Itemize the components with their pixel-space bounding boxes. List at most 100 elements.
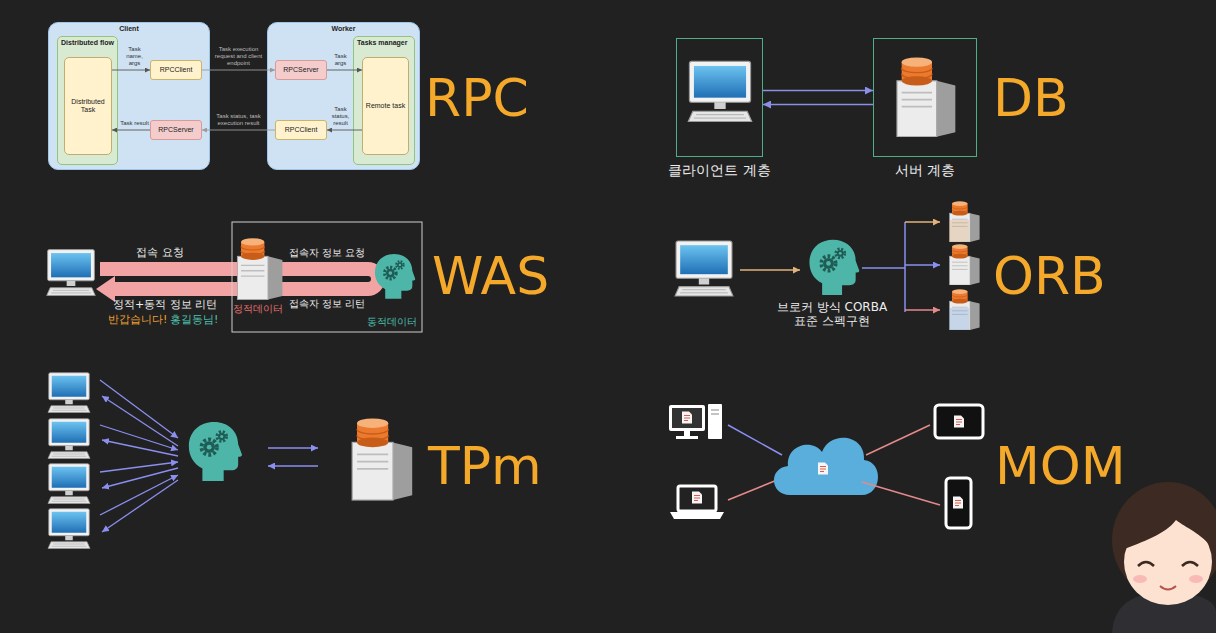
web-icons xyxy=(375,254,415,299)
transaction-figure xyxy=(48,464,90,504)
broker-figure xyxy=(904,222,906,312)
tier-label: 서버 계층 xyxy=(895,162,955,180)
process-box: RPCClient xyxy=(275,120,327,140)
transaction-figure xyxy=(268,447,318,448)
message-figure xyxy=(953,497,963,509)
message-figure xyxy=(774,438,878,495)
message-figure xyxy=(728,425,782,455)
panel-title: RPC xyxy=(425,72,529,124)
avatar xyxy=(1189,575,1203,583)
web-icons xyxy=(237,238,282,299)
box-label: Distributed Task xyxy=(65,97,111,115)
message-figure xyxy=(935,405,983,438)
flow-arrow xyxy=(202,130,275,131)
server-frame xyxy=(232,222,422,332)
flow-arrow xyxy=(112,70,150,71)
tier-box: 클라이언트 계층 xyxy=(676,38,763,157)
tier-icons xyxy=(688,61,751,121)
process-box: RPCServer xyxy=(150,120,202,140)
process-box: Remote task xyxy=(362,57,409,155)
tier-box: 서버 계층 xyxy=(873,38,977,157)
broker-figure xyxy=(675,241,733,296)
edge-label: Task status, result xyxy=(329,106,352,127)
edge-label: Task status, task execution result xyxy=(211,113,266,127)
greeting-text: 홍길동님! xyxy=(170,313,218,326)
box-label: RPCServer xyxy=(282,65,319,75)
broker-figure xyxy=(949,308,969,330)
transaction-figure xyxy=(100,475,178,515)
flow-label: 접속자 정보 요청 xyxy=(282,247,372,259)
panel-title: DB xyxy=(993,72,1069,124)
connector-group xyxy=(112,70,873,130)
broker-figure xyxy=(675,201,980,330)
avatar xyxy=(1122,515,1214,550)
edge-label: Task args xyxy=(329,53,352,67)
group-box: Distributed flowDistributed Task xyxy=(57,36,118,165)
box-heading: Distributed flow xyxy=(58,37,117,49)
box-heading: Worker xyxy=(268,23,419,35)
flow-arrow xyxy=(763,104,873,105)
transaction-figure xyxy=(102,480,178,532)
message-figure xyxy=(708,404,722,439)
container-box: WorkerRPCServerRPCClient Tasks managerRem… xyxy=(267,22,420,170)
box-label: RPCServer xyxy=(157,125,194,135)
broker-figure xyxy=(905,264,940,266)
greeting-text: 반갑습니다! xyxy=(108,313,167,326)
transaction-figure xyxy=(48,509,90,549)
broker-figure xyxy=(809,240,859,295)
message-figure xyxy=(676,436,698,439)
flow-label: 접속자 정보 리턴 xyxy=(282,298,372,310)
broker-figure xyxy=(740,269,800,271)
flow-arrow xyxy=(763,90,873,91)
group-box: Tasks managerRemote task xyxy=(353,36,415,165)
container-box: ClientDistributed flowDistributed TaskRP… xyxy=(48,22,210,170)
process-box: RPCClient xyxy=(150,60,202,80)
edge-label: Task result xyxy=(120,120,149,127)
icon-caption: 정적데이터 xyxy=(229,303,287,315)
tier-icons xyxy=(897,58,955,137)
message-figure xyxy=(946,478,971,528)
tier-icons xyxy=(688,58,955,137)
flow-arrow xyxy=(202,70,275,71)
web-icons xyxy=(47,238,416,299)
broker-figure xyxy=(949,220,969,242)
broker-figure xyxy=(950,289,980,330)
broker-figure xyxy=(905,309,940,311)
transaction-figure xyxy=(48,373,90,413)
avatar xyxy=(1182,562,1198,566)
flow-label: 정적+동적 정보 리턴 xyxy=(100,298,230,311)
box-label: RPCClient xyxy=(284,125,319,135)
transaction-figure xyxy=(48,419,90,459)
tier-label: 클라이언트 계층 xyxy=(668,162,770,180)
transaction-figure xyxy=(268,465,318,466)
message-figure xyxy=(728,478,782,500)
message-figure xyxy=(670,512,724,519)
message-figure xyxy=(682,412,692,424)
icon-caption: 동적데이터 xyxy=(363,316,421,328)
box-heading: Tasks manager xyxy=(354,37,414,49)
flow-arrow xyxy=(327,70,362,71)
transaction-figure xyxy=(352,418,412,500)
panel-title: ORB xyxy=(993,250,1106,302)
flow-label: 접속 요청 xyxy=(120,246,200,259)
transaction-figure xyxy=(102,440,178,456)
message-figure xyxy=(954,416,964,428)
process-box: Distributed Task xyxy=(64,57,112,155)
message-figure xyxy=(711,410,719,414)
box-heading: Client xyxy=(49,23,209,35)
avatar xyxy=(1133,575,1147,583)
message-figure xyxy=(862,482,940,505)
broker-figure xyxy=(950,244,980,285)
transaction-figure xyxy=(100,425,178,450)
broker-figure xyxy=(862,267,905,269)
box-label: RPCClient xyxy=(159,65,194,75)
avatar xyxy=(1160,586,1176,590)
message-figure xyxy=(669,404,983,528)
message-figure xyxy=(669,405,705,431)
icon-caption: 브로커 방식 CORBA 표준 스펙구현 xyxy=(770,300,894,329)
web-icons xyxy=(47,250,96,296)
message-figure xyxy=(684,431,690,436)
message-figure xyxy=(866,425,930,455)
